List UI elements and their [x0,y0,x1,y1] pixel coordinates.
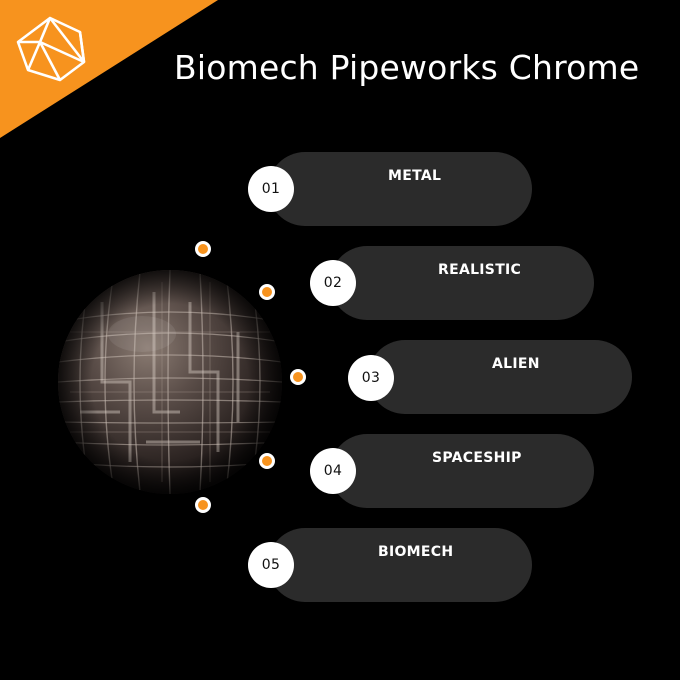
list-item-label: ALIEN [492,356,540,372]
page-title: Biomech Pipeworks Chrome [174,48,640,87]
biomech-sphere-image [50,262,290,502]
number-badge: 04 [310,448,356,494]
list-item-4: SPACESHIP [330,434,594,508]
list-item-3: ALIEN [368,340,632,414]
number-badge: 01 [248,166,294,212]
corner-banner [0,0,220,140]
icosahedron-icon [16,16,86,82]
list-item-label: BIOMECH [378,544,454,560]
arc-dot-4 [259,453,275,469]
arc-dot-5 [195,497,211,513]
arc-dot-3 [290,369,306,385]
list-item-label: REALISTIC [438,262,522,278]
list-item-2: REALISTIC [330,246,594,320]
list-item-5: BIOMECH [268,528,532,602]
number-badge: 05 [248,542,294,588]
arc-dot-2 [259,284,275,300]
arc-dot-1 [195,241,211,257]
number-badge: 03 [348,355,394,401]
list-item-label: METAL [388,168,442,184]
list-item-1: METAL [268,152,532,226]
list-item-label: SPACESHIP [432,450,522,466]
number-badge: 02 [310,260,356,306]
